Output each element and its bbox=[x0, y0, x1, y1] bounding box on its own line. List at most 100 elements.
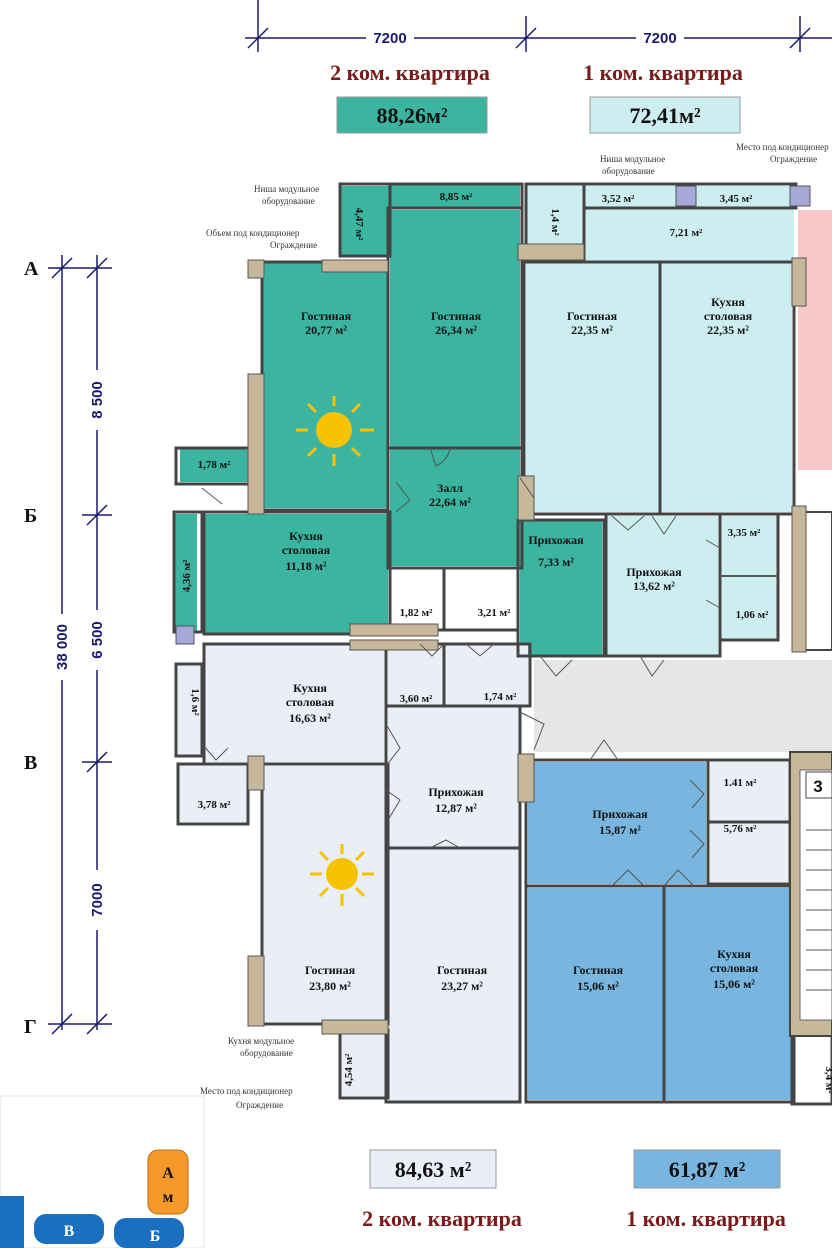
stair-lines bbox=[806, 829, 832, 991]
small-area-s10: 3,60 м² bbox=[400, 693, 433, 705]
room-r13-name: Гостиная bbox=[437, 963, 488, 977]
room-r7-area: 7,33 м² bbox=[538, 555, 574, 569]
small-area-s15: 4,36 м² bbox=[181, 559, 193, 592]
small-area-s7: 1,06 м² bbox=[736, 609, 769, 621]
side-dim-seg3: 7000 bbox=[89, 883, 106, 916]
room-r15-name2: столовая bbox=[710, 961, 759, 975]
room-labels: Гостиная 20,77 м² Гостиная 26,34 м² Гост… bbox=[282, 295, 759, 993]
note-n10: оборудование bbox=[240, 1048, 293, 1058]
room-r9-area: 16,63 м² bbox=[289, 711, 331, 725]
room-r4-area: 22,35 м² bbox=[707, 323, 749, 337]
apt-top-left-title: 2 ком. квартира bbox=[330, 60, 490, 85]
apt-bottom-right-area-box bbox=[633, 1149, 781, 1189]
room-r8-area: 13,62 м² bbox=[633, 579, 675, 593]
room-r9-name: Кухня bbox=[293, 681, 327, 695]
top-dimension-line: 7200 7200 bbox=[245, 0, 832, 52]
room-r5-name: Залл bbox=[437, 481, 463, 495]
note-n3: Объем под кондиционер bbox=[206, 228, 300, 238]
room-r14-area: 15,06 м² bbox=[577, 979, 619, 993]
small-area-s8: 1,82 м² bbox=[400, 607, 433, 619]
room-r15-name: Кухня bbox=[717, 947, 751, 961]
pillars bbox=[175, 185, 811, 1035]
room-r6-name: Кухня bbox=[289, 529, 323, 543]
small-area-s20: 3,4 м² bbox=[823, 1066, 832, 1094]
axis-letter-v: В bbox=[24, 752, 37, 774]
room-r9-name2: столовая bbox=[286, 695, 335, 709]
room-r7-name: Прихожая bbox=[528, 533, 584, 547]
room-r10-area: 12,87 м² bbox=[435, 801, 477, 815]
room-r12-name: Гостиная bbox=[305, 963, 356, 977]
apt-top-right-title: 1 ком. квартира bbox=[583, 60, 743, 85]
axis-letter-b: Б bbox=[24, 505, 37, 527]
room-r2-name: Гостиная bbox=[431, 309, 482, 323]
small-area-s6: 3,35 м² bbox=[728, 527, 761, 539]
room-r15-area: 15,06 м² bbox=[713, 977, 755, 991]
sun-icon-bottom bbox=[310, 844, 374, 906]
apt-top-left-area-box bbox=[336, 96, 488, 134]
small-area-s11: 1,74 м² bbox=[484, 691, 517, 703]
note-n6: Ограждение bbox=[770, 154, 817, 164]
legend-b: Б bbox=[150, 1228, 161, 1245]
room-r6-area: 11,18 м² bbox=[285, 559, 327, 573]
top-dim-1: 7200 bbox=[373, 30, 406, 47]
side-dim-seg1: 8 500 bbox=[89, 381, 106, 419]
legend-m: м bbox=[163, 1189, 174, 1206]
small-area-labels: 8,85 м² 3,52 м² 3,45 м² 7,21 м² 1,78 м² … bbox=[181, 191, 832, 1094]
note-n1: Ниша модульное bbox=[254, 184, 319, 194]
room-fills bbox=[175, 184, 832, 1102]
room-r10-name: Прихожая bbox=[428, 785, 484, 799]
stair-number: 3 bbox=[813, 777, 822, 796]
small-area-s16: 4,47 м² bbox=[353, 208, 365, 241]
room-r11-name: Прихожая bbox=[592, 807, 648, 821]
legend-v: В bbox=[64, 1223, 75, 1240]
room-r4-name2: столовая bbox=[704, 309, 753, 323]
room-r8-name: Прихожая bbox=[626, 565, 682, 579]
top-dim-2: 7200 bbox=[643, 30, 676, 47]
small-area-s5: 1,78 м² bbox=[198, 459, 231, 471]
small-area-s4: 7,21 м² bbox=[670, 227, 703, 239]
apt-top-left-area: 88,26м² bbox=[376, 103, 447, 128]
room-r5-area: 22,64 м² bbox=[429, 495, 471, 509]
axis-letter-a: А bbox=[24, 258, 39, 280]
small-area-s14: 5,76 м² bbox=[724, 823, 757, 835]
room-r13-area: 23,27 м² bbox=[441, 979, 483, 993]
apt-bottom-right-area: 61,87 м² bbox=[669, 1157, 746, 1182]
room-r14-name: Гостиная bbox=[573, 963, 624, 977]
note-n7: Ниша модульное bbox=[600, 154, 665, 164]
note-n9: Кухня модульное bbox=[228, 1036, 294, 1046]
room-r3-area: 22,35 м² bbox=[571, 323, 613, 337]
small-area-s2: 3,52 м² bbox=[602, 193, 635, 205]
small-area-s1: 8,85 м² bbox=[440, 191, 473, 203]
small-area-s3: 3,45 м² bbox=[720, 193, 753, 205]
note-n12: Ограждение bbox=[236, 1100, 283, 1110]
apt-top-right-area-box bbox=[589, 96, 741, 134]
apt-bottom-left-area-box bbox=[369, 1149, 497, 1189]
small-area-s13: 1.41 м² bbox=[724, 777, 757, 789]
room-r12-area: 23,80 м² bbox=[309, 979, 351, 993]
legend-a: А bbox=[162, 1165, 174, 1182]
room-r1-area: 20,77 м² bbox=[305, 323, 347, 337]
room-r1-name: Гостиная bbox=[301, 309, 352, 323]
notes: Ниша модульное оборудование Объем под ко… bbox=[200, 142, 829, 1110]
walls bbox=[172, 182, 832, 1106]
mini-legend: А м В Б bbox=[0, 1095, 205, 1248]
small-area-s9: 3,21 м² bbox=[478, 607, 511, 619]
apt-bottom-right-title: 1 ком. квартира bbox=[626, 1206, 786, 1231]
room-r11-area: 15,87 м² bbox=[599, 823, 641, 837]
note-n4: Ограждение bbox=[270, 240, 317, 250]
axis-letter-g: Г bbox=[24, 1016, 37, 1038]
side-dimension-line: 38 000 8 500 6 500 7000 bbox=[48, 255, 112, 1035]
small-area-s19: 1,4 м² bbox=[549, 208, 561, 236]
doors bbox=[201, 447, 721, 887]
room-r2-area: 26,34 м² bbox=[435, 323, 477, 337]
small-area-s18: 1,6 м² bbox=[189, 688, 201, 716]
note-n2: оборудование bbox=[262, 196, 315, 206]
room-r3-name: Гостиная bbox=[567, 309, 618, 323]
apt-bottom-left-area: 84,63 м² bbox=[395, 1157, 472, 1182]
side-dim-seg2: 6 500 bbox=[89, 621, 106, 659]
room-r6-name2: столовая bbox=[282, 543, 331, 557]
small-area-s17: 4,54 м² bbox=[343, 1053, 355, 1086]
apt-top-right-area: 72,41м² bbox=[629, 103, 700, 128]
small-area-s12: 3,78 м² bbox=[198, 799, 231, 811]
